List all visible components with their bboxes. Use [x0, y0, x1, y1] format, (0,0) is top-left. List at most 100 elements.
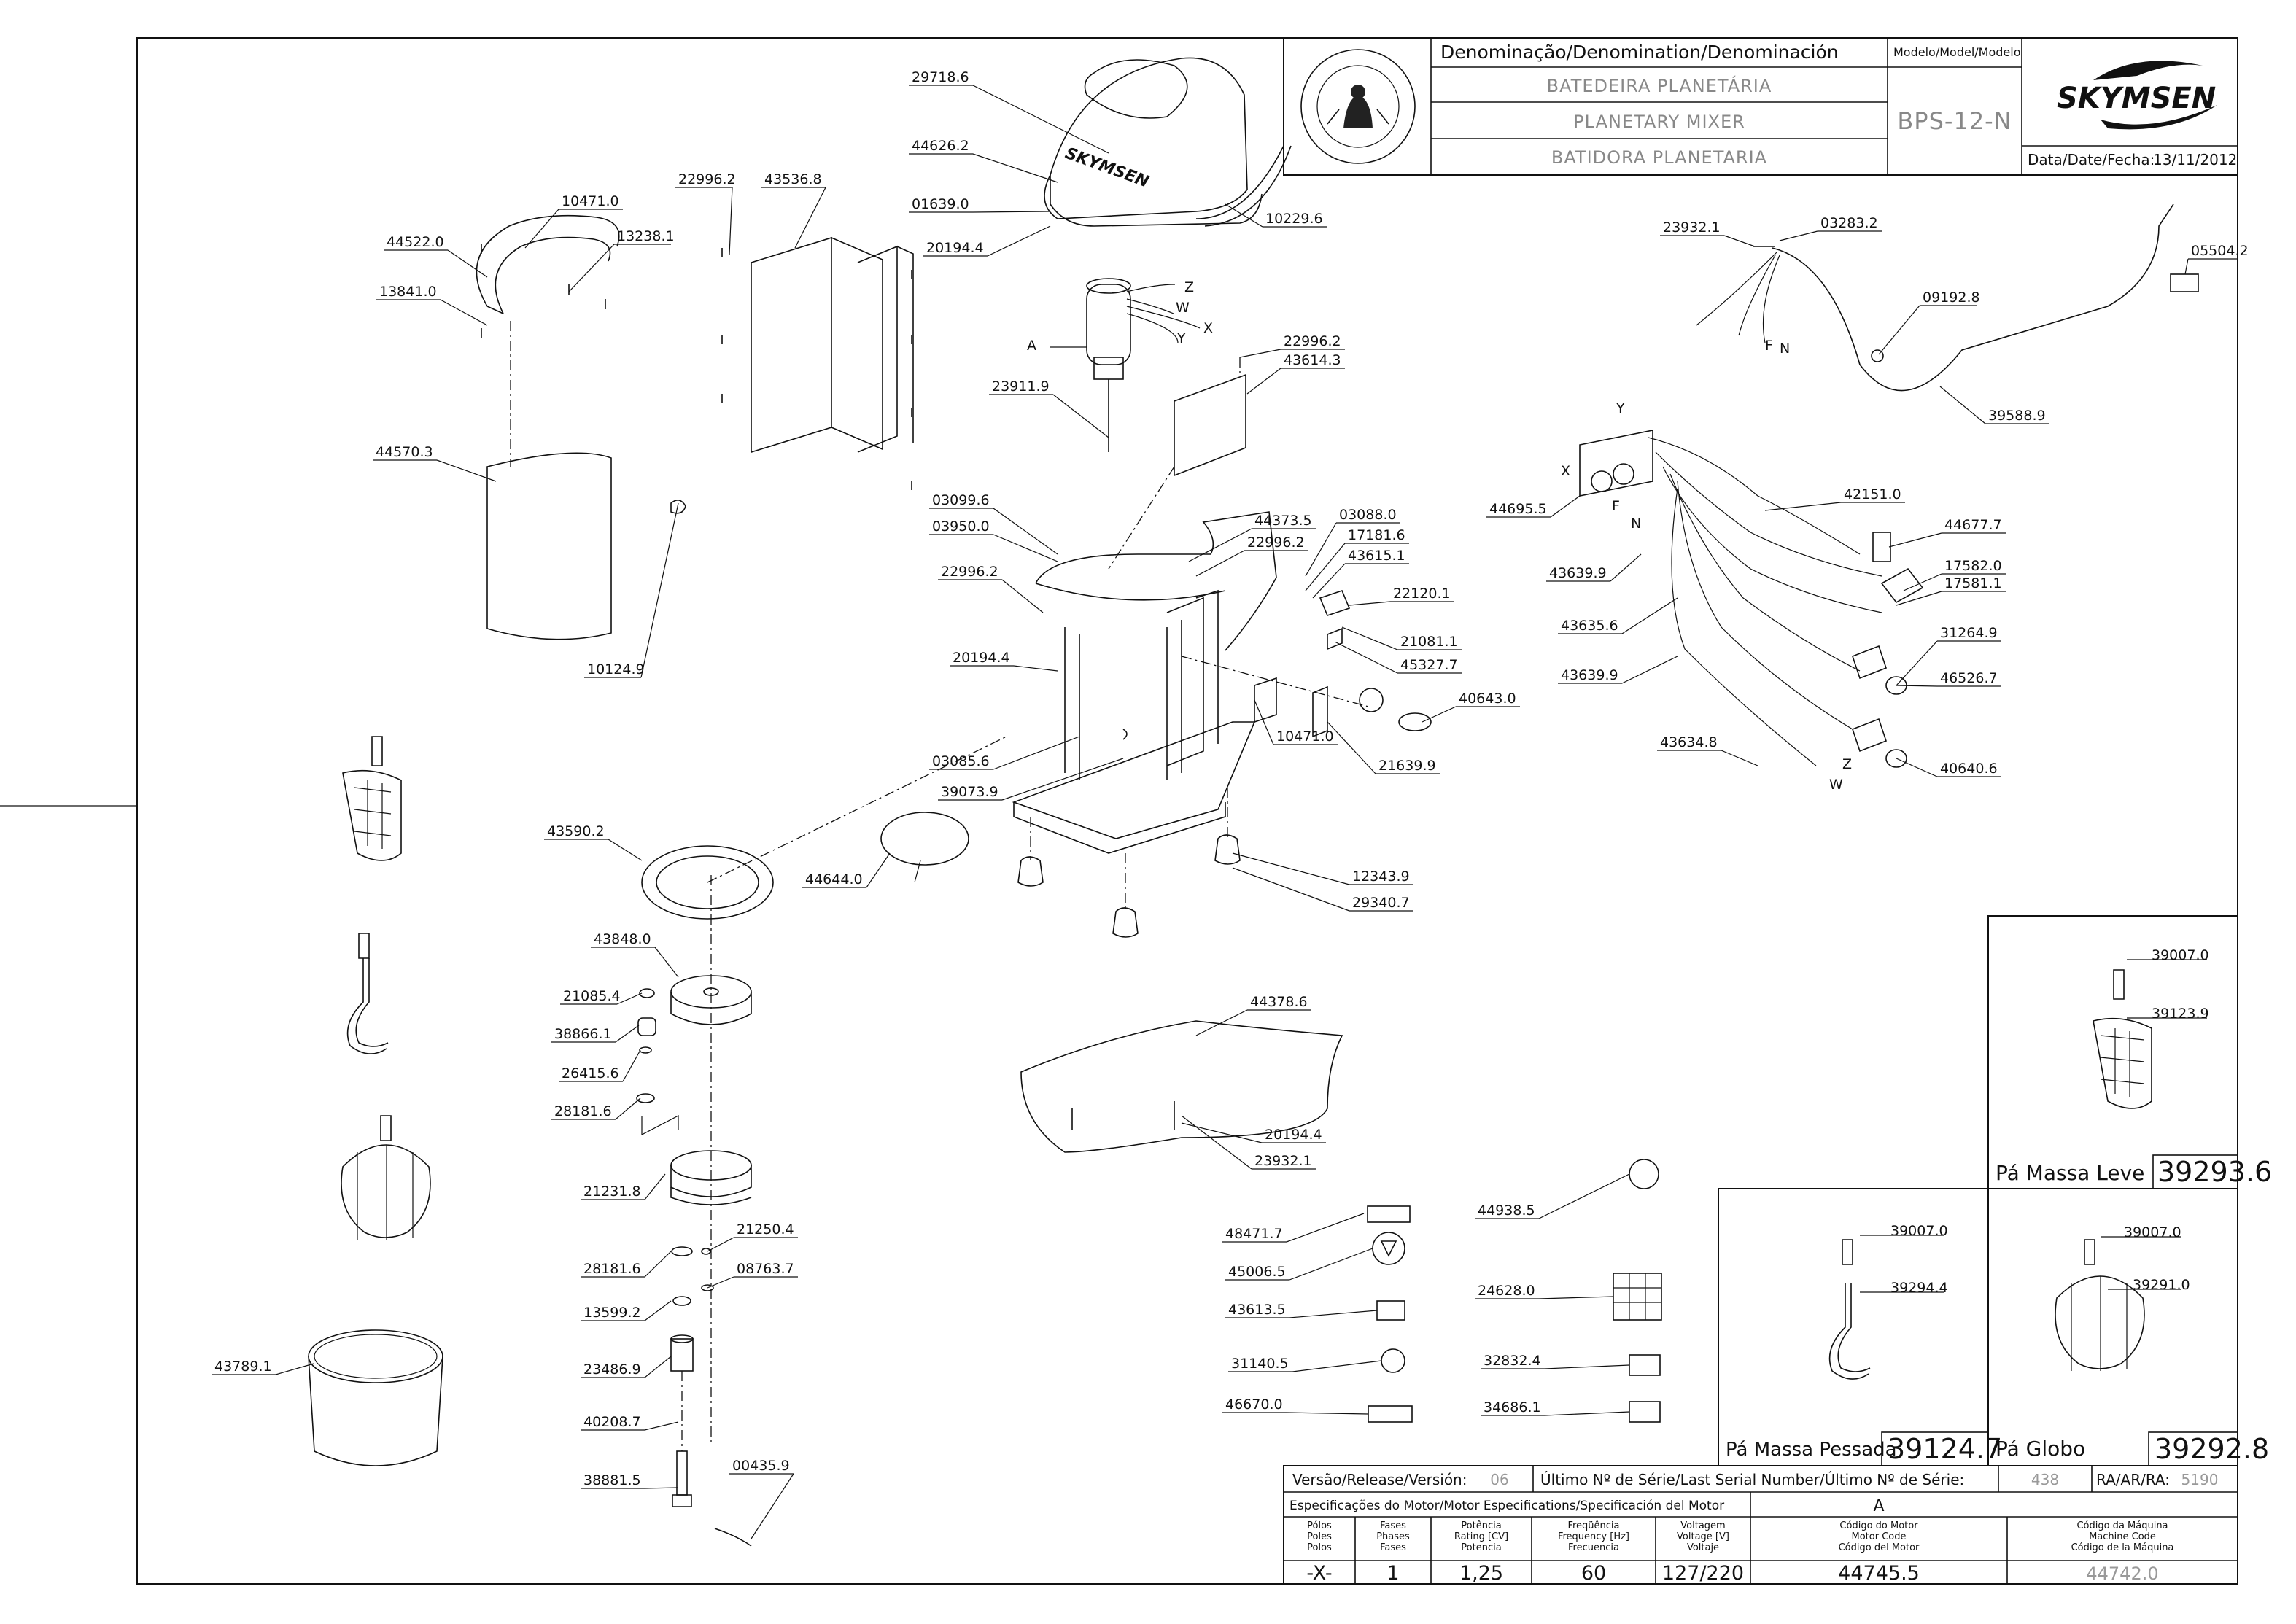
callout-leader	[1721, 750, 1758, 766]
callout-leader	[644, 1173, 666, 1200]
part-callout-label: 20194.4	[953, 650, 1010, 666]
part-callout-label: 03085.6	[932, 753, 990, 769]
callout-leader	[1292, 1360, 1382, 1372]
callout-leader	[615, 1025, 640, 1043]
callout-leader	[972, 153, 1058, 183]
part-callout-label: 21231.8	[583, 1184, 641, 1200]
callout-leader	[972, 85, 1109, 154]
back-panel	[1108, 357, 1246, 570]
hdr-power-3: Potencia	[1461, 1542, 1501, 1553]
callout-leader	[1896, 685, 1938, 687]
part-callout-label: 13841.0	[379, 284, 437, 300]
callout-leader	[1550, 495, 1581, 518]
callout-leader	[993, 508, 1058, 555]
part-callout-label: 44695.5	[1489, 501, 1547, 517]
denomination-header: Denominação/Denomination/Denominación	[1440, 42, 1839, 63]
callout-leader	[707, 1276, 734, 1289]
version-label: Versão/Release/Versión:	[1292, 1471, 1467, 1488]
part-callout-label: 44378.6	[1250, 994, 1308, 1010]
hdr-motor-code-1: Código do Motor	[1839, 1520, 1918, 1531]
wire-letter: Z	[1184, 279, 1194, 295]
callout-leader	[1013, 665, 1058, 672]
svg-text:SKYMSEN: SKYMSEN	[2057, 82, 2216, 115]
callout-leader	[729, 187, 733, 256]
part-callout-label: 29718.6	[912, 69, 969, 85]
callout-leader	[1544, 1411, 1630, 1416]
part-callout-label: 43615.1	[1348, 548, 1405, 564]
callout-leader	[1723, 235, 1756, 247]
callout-leader	[1334, 641, 1398, 674]
mixer-head: SKYMSEN	[1044, 57, 1292, 227]
callout-leader	[1422, 706, 1457, 723]
panel-pessada-code: 39124.7	[1888, 1433, 2002, 1465]
part-callout-label: 03088.0	[1339, 507, 1397, 523]
part-callout-label: 23932.1	[1663, 219, 1721, 236]
date-label: Data/Date/Fecha:	[2028, 151, 2155, 168]
hdr-voltage-2: Voltage [V]	[1677, 1531, 1729, 1542]
callout-leader	[1538, 1296, 1614, 1299]
part-callout-label: 28181.6	[554, 1103, 612, 1119]
bowl	[308, 1329, 443, 1466]
part-callout-label: 45327.7	[1400, 657, 1458, 673]
hdr-frequency-3: Frecuencia	[1568, 1542, 1619, 1553]
head-logo-text: SKYMSEN	[1063, 144, 1151, 192]
callout-leader	[436, 459, 497, 482]
wire-letter: N	[1780, 341, 1790, 357]
part-callout-label: 08763.7	[737, 1261, 794, 1277]
name-en: PLANETARY MIXER	[1573, 112, 1745, 132]
part-callout-label: 28181.6	[583, 1261, 641, 1277]
callout-leader	[993, 736, 1080, 770]
part-callout-label: 43614.3	[1284, 352, 1341, 368]
part-callout-label: 34686.1	[1484, 1399, 1541, 1415]
callout-leader	[1312, 563, 1346, 599]
side-panels	[721, 236, 914, 490]
part-callout-label: 13599.2	[583, 1305, 641, 1321]
callout-leader	[1181, 1115, 1252, 1170]
panel-globo-name: Pá Globo	[1996, 1437, 2085, 1461]
wire-letter: X	[1561, 463, 1570, 479]
part-callout-label: 43613.5	[1228, 1302, 1286, 1318]
column-cover-assembly	[476, 214, 686, 640]
part-callout-label: 23486.9	[583, 1361, 641, 1378]
callout-leader	[1246, 368, 1281, 395]
drawing-frame	[136, 37, 2238, 1585]
part-callout-label: 29340.7	[1352, 895, 1410, 911]
part-callout-label: 44644.0	[805, 871, 863, 887]
part-callout-label: 21081.1	[1400, 634, 1458, 650]
callout-leader	[1903, 573, 1942, 591]
part-callout-label: 20194.4	[1265, 1127, 1322, 1143]
part-callout-label: 43848.0	[594, 931, 651, 947]
callout-leader	[1610, 553, 1642, 582]
panel-globo-code: 39292.8	[2155, 1433, 2269, 1465]
hdr-poles-2: Poles	[1307, 1531, 1332, 1542]
wire-letter: W	[1176, 300, 1190, 316]
part-callout-label: 46670.0	[1225, 1396, 1283, 1413]
part-callout-label: 43639.9	[1561, 667, 1618, 683]
skymsen-logo: SKYMSEN	[2057, 61, 2217, 130]
callout-leader	[1001, 758, 1124, 801]
callout-leader	[1341, 626, 1398, 650]
val-motor-code: 44745.5	[1838, 1562, 1920, 1585]
callout-leader	[524, 209, 559, 249]
body-frame	[1012, 511, 1277, 938]
hdr-phases-1: Fases	[1380, 1520, 1406, 1531]
callout-leader	[1764, 502, 1842, 511]
panel-pessada-part-2: 39294.4	[1890, 1280, 1948, 1296]
callout-leader	[1305, 543, 1346, 591]
ra-label: RA/AR/RA:	[2096, 1471, 2170, 1488]
part-callout-label: 43590.2	[547, 823, 605, 839]
callout-leader	[1195, 1009, 1248, 1036]
hdr-poles-3: Polos	[1307, 1542, 1332, 1553]
part-callout-label: 17181.6	[1348, 527, 1405, 543]
wire-letter: W	[1829, 777, 1843, 793]
part-callout-label: 23911.9	[992, 378, 1050, 395]
callout-leader	[1225, 203, 1263, 228]
accessory-panel-pessada: Pá Massa Pessada 39124.7 39007.0 39294.4	[1718, 1188, 2002, 1466]
part-callout-label: 09192.8	[1923, 290, 1980, 306]
callout-leader	[1544, 1364, 1630, 1369]
callout-leader	[1001, 579, 1044, 613]
accessory-panel-leve: Pá Massa Leve 39293.6 39007.0 39123.9	[1987, 915, 2272, 1189]
